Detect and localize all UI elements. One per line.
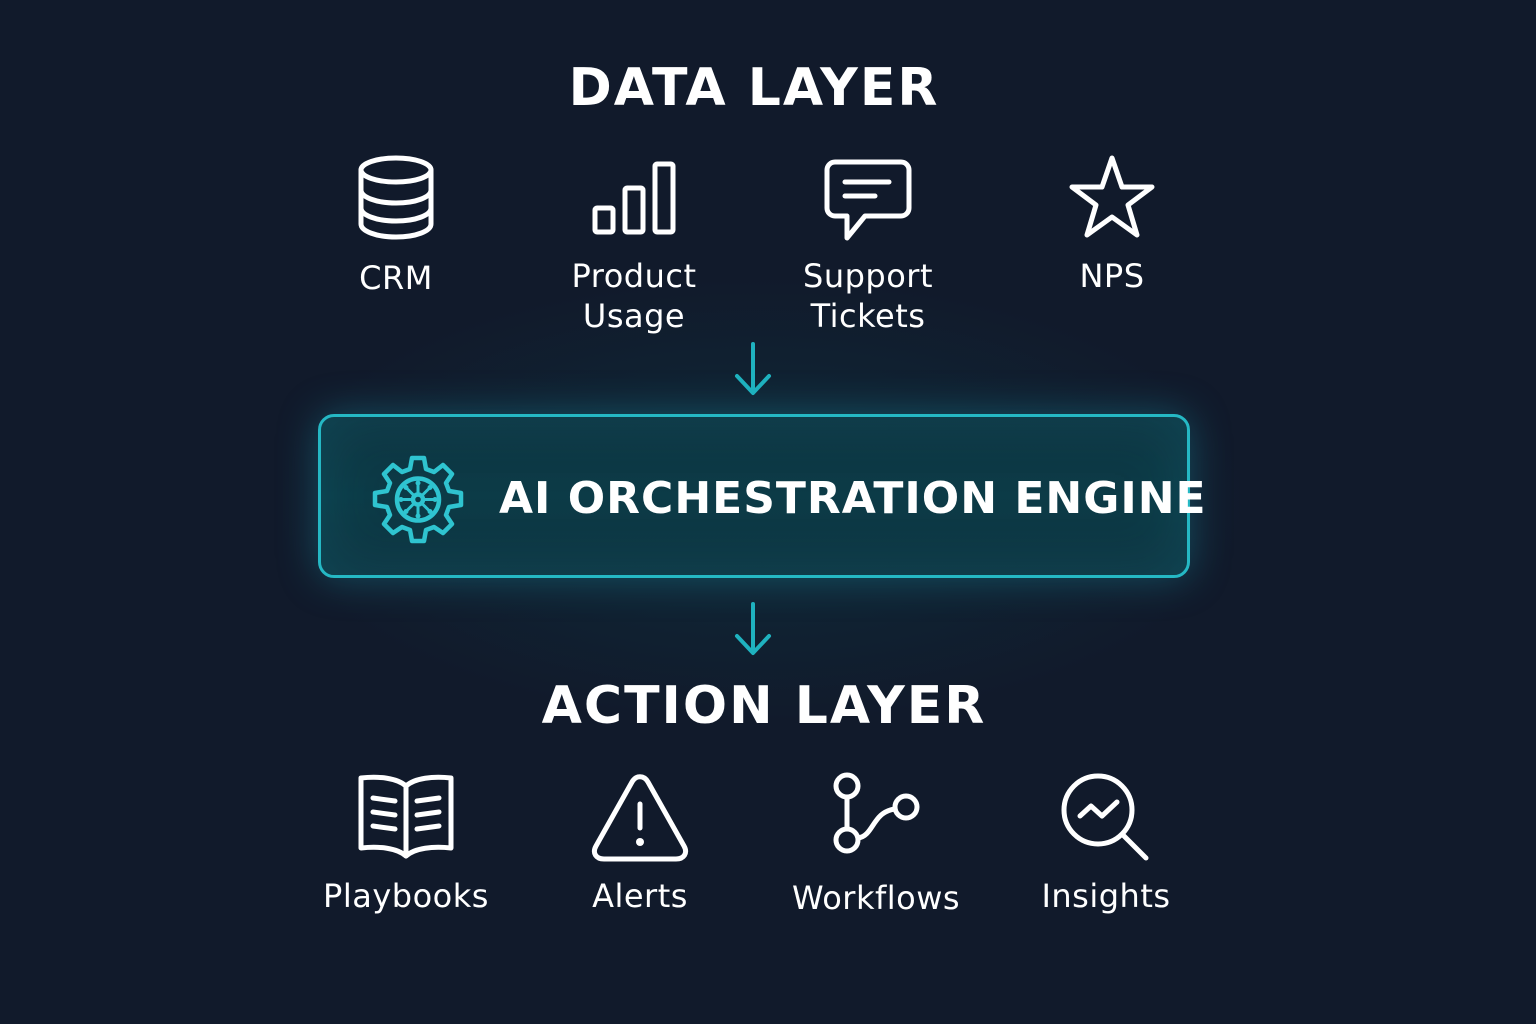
bar-chart-icon — [592, 161, 676, 235]
action-item-alerts: Alerts — [520, 772, 760, 916]
data-item-crm: CRM — [276, 155, 516, 298]
arrow-down-icon — [733, 342, 773, 398]
gear-icon — [372, 455, 464, 544]
data-item-nps: NPS — [992, 154, 1232, 296]
ai-orchestration-engine-box: AI ORCHESTRATION ENGINE — [318, 414, 1206, 578]
action-item-playbooks: Playbooks — [286, 772, 526, 916]
action-item-label: Playbooks — [323, 877, 489, 915]
book-icon — [358, 774, 454, 859]
data-item-product-usage: Product Usage — [514, 160, 754, 336]
data-item-label: CRM — [359, 259, 433, 297]
action-item-label: Alerts — [592, 877, 688, 915]
arrow-down-icon — [733, 602, 773, 658]
database-icon — [358, 155, 434, 240]
action-item-label: Workflows — [791, 879, 961, 917]
data-item-support-tickets: Support Tickets — [748, 158, 988, 336]
data-item-label: Support Tickets — [803, 257, 933, 335]
action-item-label: Insights — [1041, 877, 1171, 915]
magnifier-chart-icon — [1061, 773, 1149, 861]
action-item-insights: Insights — [986, 772, 1226, 916]
workflow-icon — [833, 772, 920, 854]
data-item-label: Product Usage — [571, 257, 697, 335]
action-layer-title: ACTION LAYER — [541, 676, 987, 736]
engine-label: AI ORCHESTRATION ENGINE — [499, 473, 1207, 524]
data-item-label: NPS — [1079, 257, 1145, 295]
warning-icon — [591, 774, 689, 862]
data-layer-title: DATA LAYER — [568, 58, 940, 118]
star-icon — [1069, 155, 1155, 238]
action-item-workflows: Workflows — [756, 772, 996, 918]
chat-bubble-icon — [824, 159, 912, 241]
